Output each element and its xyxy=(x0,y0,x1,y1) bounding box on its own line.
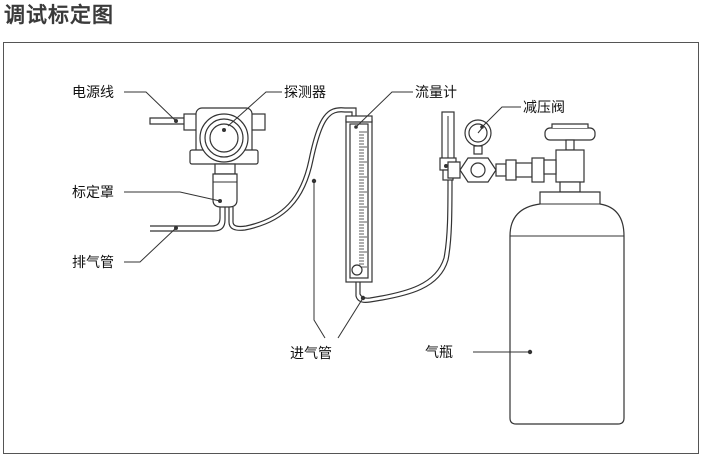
label-flowmeter: 流量计 xyxy=(415,85,457,101)
flowmeter-scale xyxy=(359,131,367,268)
label-detector: 探测器 xyxy=(284,85,326,101)
pressure-reducer-unit xyxy=(447,119,545,183)
label-exhaust-pipe: 排气管 xyxy=(72,255,114,271)
leader-power-line xyxy=(124,91,177,122)
tube-to-regulator xyxy=(355,179,453,303)
gas-cylinder-unit xyxy=(509,123,625,425)
right-gland xyxy=(250,113,266,131)
exhaust-pipe-shape xyxy=(150,207,221,227)
sensor-neck xyxy=(214,163,236,175)
calibration-cover-shape xyxy=(212,173,238,208)
flowmeter-unit xyxy=(345,115,373,283)
label-power-line: 电源线 xyxy=(72,85,114,101)
leader-exhaust-pipe xyxy=(124,227,177,263)
flowmeter-float xyxy=(351,264,363,276)
label-pressure-reducer: 减压阀 xyxy=(523,100,565,116)
label-intake-pipe: 进气管 xyxy=(290,346,332,362)
cylinder-handwheel xyxy=(544,127,596,141)
leader-intake-left xyxy=(313,181,326,339)
page-title: 调试标定图 xyxy=(4,3,114,27)
leader-lines xyxy=(124,91,530,353)
leader-intake-right xyxy=(337,297,364,339)
leader-flowmeter xyxy=(355,91,413,128)
cylinder-valve xyxy=(555,149,585,183)
diagram-frame xyxy=(3,42,699,454)
intake-tubing xyxy=(228,107,453,303)
detector-window xyxy=(209,123,239,153)
power-cable-stub xyxy=(149,117,186,125)
tube-to-flowmeter-top xyxy=(228,111,353,231)
label-gas-cylinder: 气瓶 xyxy=(425,345,453,361)
detector-unit xyxy=(149,107,266,232)
leader-pressure-reducer xyxy=(481,106,521,128)
cylinder-body xyxy=(509,191,625,425)
detector-dot xyxy=(222,128,226,132)
label-calibration-cover: 标定罩 xyxy=(72,185,114,201)
leader-detector xyxy=(227,91,282,127)
leader-calibration-cover xyxy=(124,191,221,202)
